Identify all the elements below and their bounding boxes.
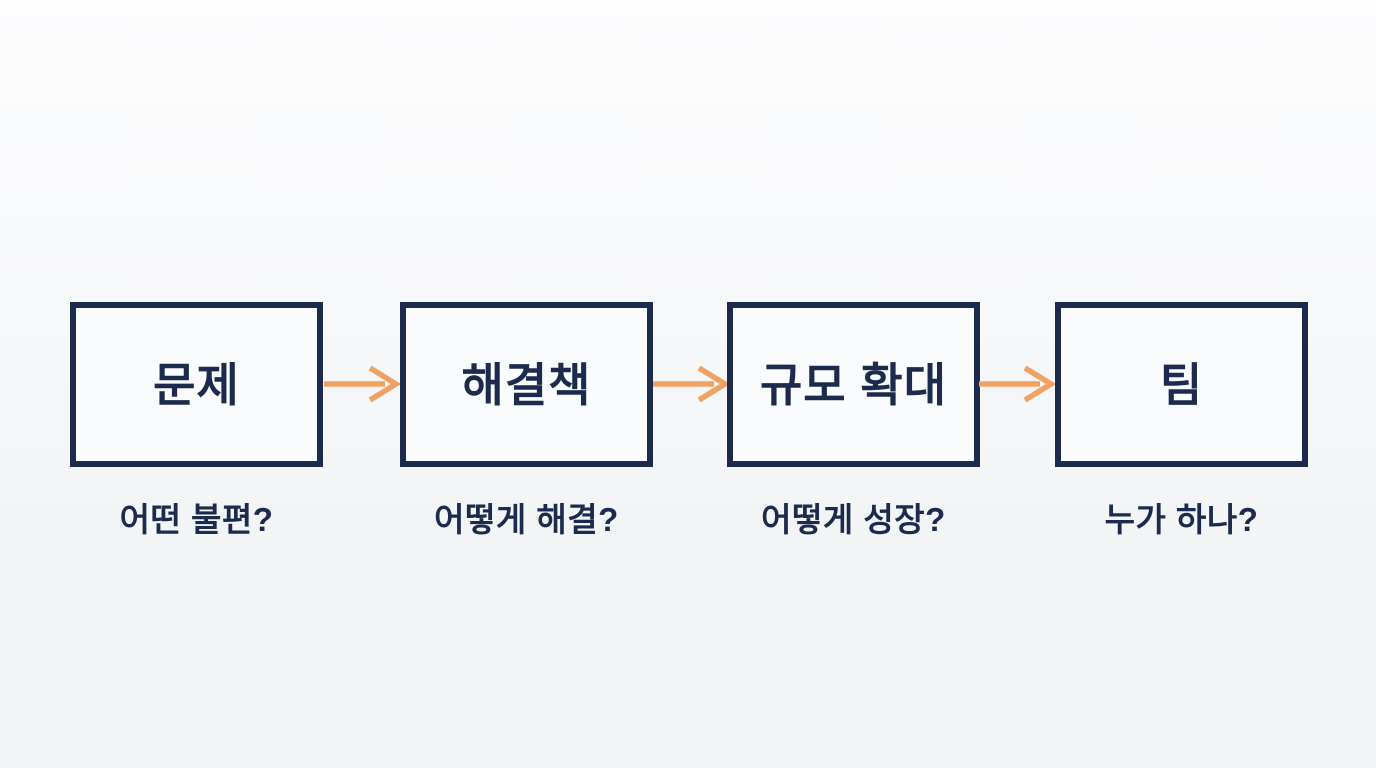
stage-caption: 누가 하나? (1104, 501, 1259, 538)
stage-caption: 어떻게 성장? (761, 501, 946, 538)
stage-team: 팀 누가 하나? (1055, 302, 1308, 541)
right-arrow-icon (650, 362, 731, 406)
stage-caption: 어떤 불편? (119, 501, 274, 538)
stage-caption: 어떻게 해결? (434, 501, 619, 538)
stage-box: 팀 (1055, 302, 1308, 467)
stage-problem: 문제 어떤 불편? (70, 302, 323, 541)
stage-title: 해결책 (461, 358, 592, 411)
stage-title: 문제 (153, 358, 240, 411)
right-arrow-icon (321, 362, 402, 406)
stage-box: 규모 확대 (727, 302, 980, 467)
right-arrow-icon (976, 362, 1057, 406)
stage-box: 문제 (70, 302, 323, 467)
stage-title: 팀 (1159, 358, 1204, 411)
stage-box: 해결책 (400, 302, 653, 467)
stage-scale: 규모 확대 어떻게 성장? (727, 302, 980, 541)
stage-title: 규모 확대 (759, 358, 948, 411)
stage-solution: 해결책 어떻게 해결? (400, 302, 653, 541)
